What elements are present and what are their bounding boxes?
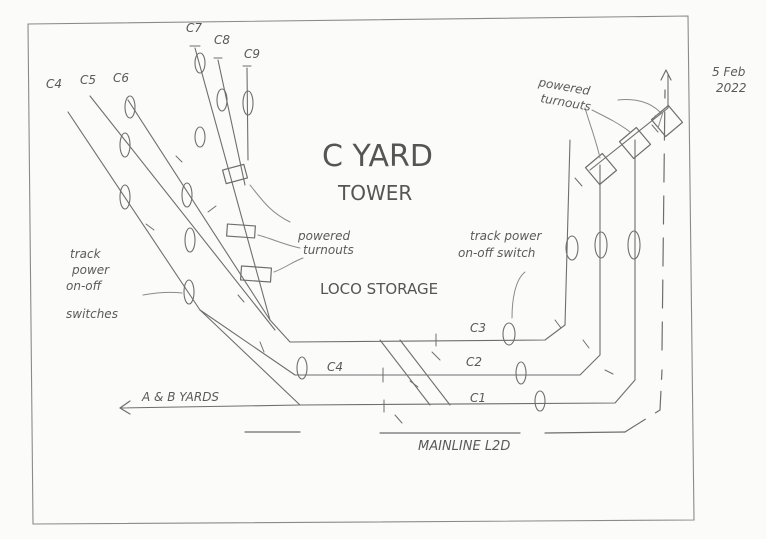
track-power-left-2: power	[71, 263, 110, 277]
label-c6: C6	[113, 71, 129, 85]
mainline-label: MAINLINE L2D	[418, 439, 510, 454]
label-c8: C8	[214, 33, 230, 47]
ab-yards-label: A & B YARDS	[141, 390, 219, 404]
label-c5: C5	[80, 73, 96, 87]
powered-turnouts-mid-2: turnouts	[303, 243, 354, 257]
mainline-up-arrow	[660, 69, 672, 81]
track-power-right-1: track power	[470, 229, 543, 243]
powered-turnouts-mid-1: powered	[297, 229, 350, 243]
yard-ladder	[119, 74, 669, 409]
track-power-left-1: track	[70, 247, 102, 261]
powered-turnout-boxes	[221, 104, 684, 283]
date-line-2: 2022	[716, 81, 747, 95]
yard-title: C YARD	[322, 139, 433, 174]
label-c4-mid: C4	[327, 360, 343, 374]
track-power-right-2: on-off switch	[458, 246, 535, 260]
track-power-switches	[119, 52, 641, 412]
date-note: 5 Feb 2022	[712, 65, 747, 95]
label-c4: C4	[46, 77, 62, 91]
label-c1: C1	[470, 391, 486, 405]
label-c2: C2	[466, 355, 482, 369]
track-power-left-4: switches	[66, 307, 118, 321]
callout-arrows	[142, 99, 664, 319]
track-power-left-3: on-off	[66, 279, 103, 293]
loco-storage-label: LOCO STORAGE	[320, 280, 438, 298]
tracks-c4-c6	[67, 95, 296, 376]
label-c3: C3	[470, 321, 486, 335]
ab-yards-arrow	[119, 400, 131, 415]
sheet-border	[27, 15, 695, 525]
label-c7: C7	[186, 21, 202, 35]
mainline-track	[244, 89, 666, 434]
label-c9: C9	[244, 47, 260, 61]
date-line-1: 5 Feb	[712, 65, 746, 79]
tracks-c7-c9	[189, 45, 271, 321]
tower-label: TOWER	[337, 181, 412, 205]
insulator-ticks	[145, 124, 659, 424]
